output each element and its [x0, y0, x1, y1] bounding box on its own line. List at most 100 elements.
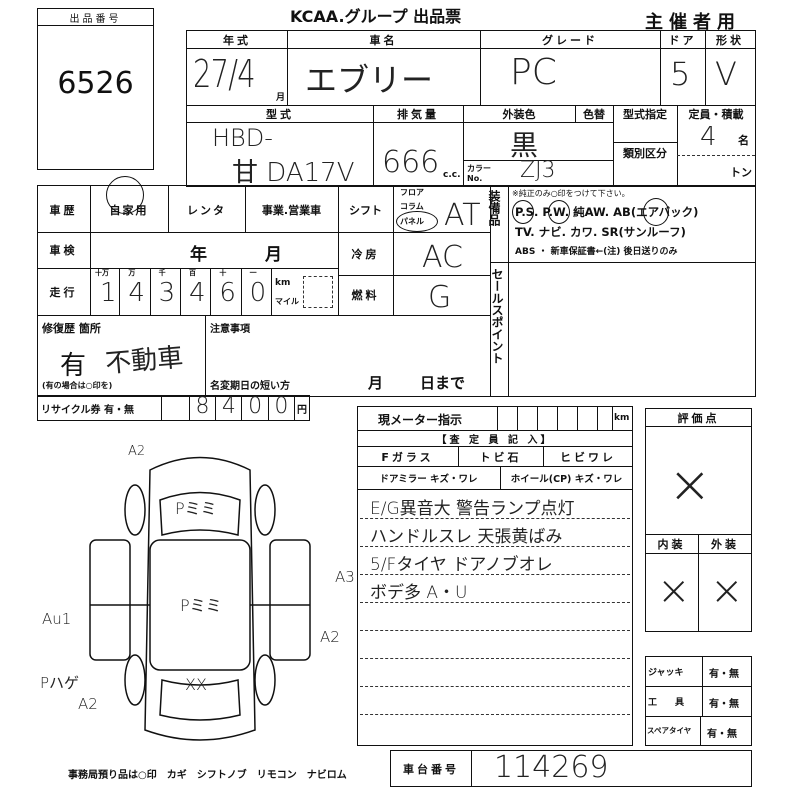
- color-label: 外装色: [502, 108, 536, 121]
- model-value-1: HBD-: [212, 124, 273, 152]
- deadline-month: 月: [368, 374, 384, 392]
- copy-label: 主催者用: [645, 12, 741, 33]
- inspection-year-unit: 年: [190, 245, 207, 265]
- shift-option-floor[interactable]: フロア: [400, 188, 424, 197]
- deadline-day: 日まで: [420, 374, 466, 392]
- mileage-unit: 千: [158, 269, 166, 277]
- history-label: 車歴: [49, 204, 78, 217]
- score-value: ×: [668, 455, 712, 515]
- equipment-line-1: P.S. P.W. 純AW. AB(エアバック): [515, 205, 699, 219]
- repair-note: 不動車: [104, 342, 185, 380]
- capacity-value: 4: [700, 122, 717, 152]
- history-option-commercial[interactable]: 事業.営業車: [261, 204, 322, 217]
- name-value: エブリー: [305, 61, 434, 99]
- month-unit: 月: [276, 93, 286, 103]
- name-label: 車名: [369, 33, 398, 47]
- glass-label: Fガラス: [381, 450, 434, 464]
- km-label[interactable]: km: [275, 278, 291, 288]
- capacity-unit: 名: [738, 134, 749, 147]
- lot-box: 出品番号 6526: [37, 8, 154, 170]
- damage-mark: Pミミ: [180, 596, 222, 615]
- inspection-label: 車検: [49, 244, 78, 257]
- remark-line: ボデ多 A・U: [370, 583, 468, 603]
- grade-label: グレード: [542, 33, 598, 47]
- sales-point-label: セールスポイント: [490, 268, 504, 364]
- left-side: [89, 539, 131, 661]
- history-option-rental[interactable]: レンタ: [187, 204, 226, 217]
- damage-mark: Pミミ: [175, 499, 217, 518]
- color-change-label: 色替: [583, 108, 605, 121]
- damage-mark: A2: [78, 695, 98, 713]
- meter-unit: km: [614, 413, 630, 423]
- selected-circle: [548, 200, 570, 224]
- vehicle-table: [186, 30, 756, 187]
- damage-mark: Pハゲ: [40, 674, 80, 692]
- shift-value: AT: [444, 198, 481, 233]
- meter-label: 現メーター指示: [378, 413, 463, 427]
- recycle-unit: 円: [297, 405, 308, 416]
- mileage-unit: 万: [128, 269, 136, 277]
- details-table: [37, 185, 756, 397]
- displacement-value: 666: [382, 145, 440, 180]
- notes-label: 注意事項: [210, 324, 250, 335]
- color-no-label: カラーNo.: [467, 164, 491, 183]
- lot-number: 6526: [57, 66, 134, 101]
- doors-label: ドア: [668, 33, 697, 47]
- inspector-box: [357, 406, 633, 746]
- model-value-2: 甘 DA17V: [232, 158, 355, 188]
- year-value: 27/4: [193, 52, 256, 96]
- right-side: [269, 539, 311, 661]
- mileage-digit: 0: [249, 278, 267, 308]
- tools-value[interactable]: 有・無: [709, 699, 739, 710]
- wheel-label: ホイール(CP) キズ・ワレ: [510, 474, 623, 485]
- recycle-row: リサイクル券 有・無 8 4 0 0 円: [37, 395, 310, 421]
- chassis-label: 車台番号: [391, 751, 472, 786]
- deadline-label: 名変期日の短い方: [210, 381, 290, 392]
- recycle-digit: 0: [269, 396, 296, 420]
- mileage-digit: 4: [128, 278, 145, 308]
- car-body-outline: [144, 456, 256, 741]
- selected-circle: [396, 211, 438, 232]
- repair-value: 有: [60, 351, 87, 381]
- recycle-label: リサイクル券 有・無: [38, 396, 162, 420]
- jack-value[interactable]: 有・無: [709, 669, 739, 680]
- body-value: V: [715, 55, 737, 93]
- rear-window: [159, 679, 241, 721]
- interior-value: ×: [657, 568, 691, 614]
- remark-line: 5/Fタイヤ ドアノブオレ: [370, 555, 553, 575]
- mileage-digit: 1: [100, 278, 117, 308]
- damage-mark: Au1: [42, 610, 72, 628]
- damage-mark: A3: [335, 568, 355, 586]
- car-damage-diagram: [89, 456, 311, 741]
- class-label: 類別区分: [623, 147, 667, 160]
- shift-option-column[interactable]: コラム: [400, 202, 424, 211]
- spare-tire-value[interactable]: 有・無: [707, 729, 737, 740]
- crack-label: ヒビワレ: [560, 450, 616, 464]
- inspector-label: 【査 定 員 記 入】: [436, 435, 554, 446]
- equipment-note: ※純正のみ○印をつけて下さい。: [512, 189, 630, 198]
- mirror-label: ドアミラー キズ・ワレ: [379, 474, 478, 485]
- shift-label: シフト: [349, 204, 382, 217]
- grade-value: PC: [510, 52, 557, 93]
- mileage-unit: 十: [219, 269, 227, 277]
- recycle-digit: 0: [242, 396, 269, 420]
- mileage-digit: 6: [219, 278, 236, 308]
- interior-label: 内装: [657, 538, 686, 551]
- wheel-rl: [124, 654, 146, 706]
- body-label: 形状: [716, 33, 744, 47]
- equipment-line-2: TV. ナビ. カワ. SR(サンルーフ): [515, 225, 686, 239]
- selected-circle: [106, 176, 144, 214]
- color-no-value: ZJ3: [520, 158, 556, 183]
- damage-mark: A2: [128, 444, 146, 459]
- mile-label[interactable]: マイル: [275, 297, 299, 306]
- recycle-digit: 4: [216, 396, 243, 420]
- score-label: 評価点: [677, 411, 720, 425]
- model-label: 型式: [266, 108, 294, 121]
- chassis-value: 114269: [494, 750, 609, 785]
- fuel-label: 燃料: [351, 289, 380, 302]
- spare-tire-label: スペアタイヤ: [646, 717, 701, 745]
- capacity-label: 定員・積載: [688, 108, 744, 121]
- lot-label: 出品番号: [38, 9, 153, 26]
- remark-line: ハンドルスレ 天張黄ばみ: [370, 527, 563, 547]
